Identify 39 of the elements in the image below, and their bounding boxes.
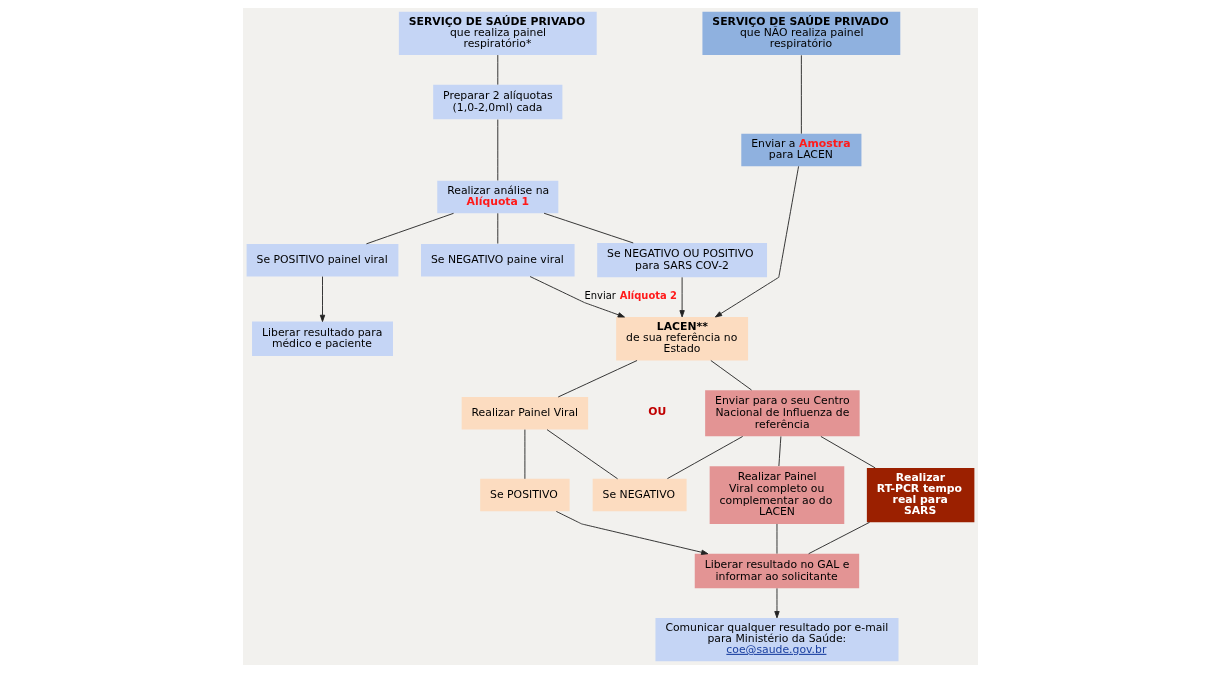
- connector: [496, 54, 498, 86]
- node-box: Realizar RT-PCR tempo real para SARS: [866, 467, 974, 523]
- node-box: Preparar 2 alíquotas (1,0-2,0ml) cada: [432, 84, 562, 120]
- connector: [666, 436, 743, 480]
- arrow: [678, 276, 685, 318]
- node-box: Se POSITIVO: [479, 478, 570, 512]
- node-box: Liberar resultado para médico e paciente: [251, 321, 393, 356]
- connector: [543, 212, 634, 244]
- connector: [546, 429, 618, 480]
- connector: [709, 360, 752, 391]
- connector: [800, 54, 802, 135]
- connector: [365, 212, 454, 245]
- arrow: [529, 276, 625, 318]
- connector: [496, 212, 498, 244]
- arrow: [773, 587, 780, 619]
- connector: [777, 436, 781, 467]
- node-box: Se POSITIVO painel viral: [246, 243, 398, 277]
- label: OU: [647, 405, 666, 419]
- node-box: Se NEGATIVO OU POSITIVO para SARS COV-2: [596, 243, 767, 278]
- node-box: Se NEGATIVO paine viral: [420, 243, 575, 277]
- arrow: [555, 511, 708, 555]
- node-box: Realizar Painel Viral: [461, 397, 588, 430]
- edge-label: Enviar Alíquota 2: [584, 289, 677, 301]
- node-box: Comunicar qualquer resultado por e-mail para Ministério da Saúde: coe@saude.gov.br: [654, 617, 898, 662]
- arrow: [714, 165, 799, 318]
- arrow: [319, 276, 325, 322]
- node-box: Enviar a Amostra para LACEN: [740, 133, 861, 167]
- node-box: Se NEGATIVO: [592, 478, 687, 512]
- connector: [496, 119, 498, 181]
- node-box: Liberar resultado no GAL e informar ao solicitante: [694, 553, 859, 589]
- connector: [807, 521, 870, 555]
- connector: [819, 436, 876, 469]
- node-box: Realizar análise na Alíquota 1: [436, 180, 558, 214]
- node-box: SERVIÇO DE SAÚDE PRIVADO que NÃO realiza painel respiratório: [701, 11, 900, 56]
- node-box: Realizar Painel Viral completo ou complementar ao do LACEN: [709, 466, 844, 524]
- node-box: SERVIÇO DE SAÚDE PRIVADO que realiza painel respiratório*: [398, 11, 597, 56]
- node-box: Enviar para o seu Centro Nacional de Influenza de referência: [704, 390, 860, 437]
- connector: [557, 360, 637, 398]
- node-box: LACEN** de sua referência no Estado: [615, 317, 748, 361]
